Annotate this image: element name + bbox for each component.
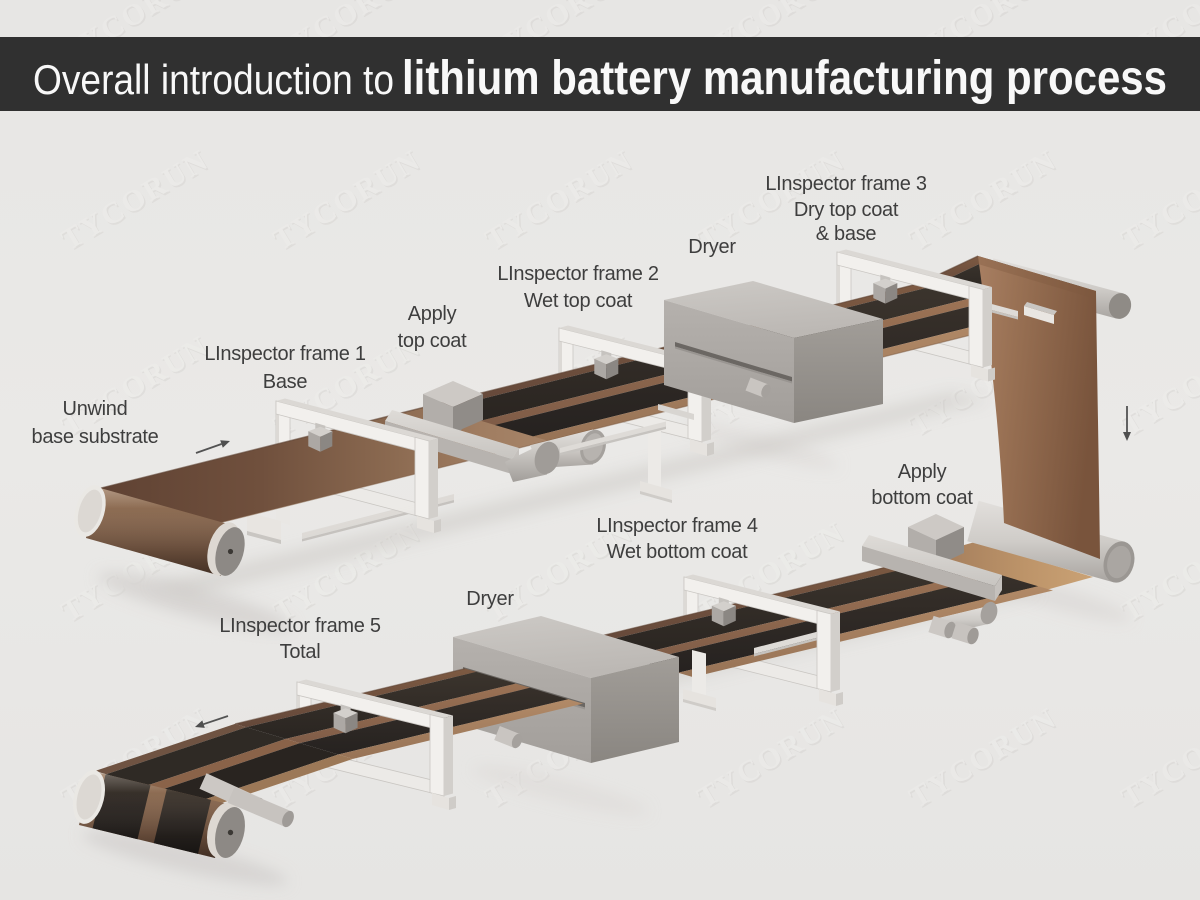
svg-text:Apply: Apply: [898, 461, 947, 483]
svg-text:LInspector frame 5: LInspector frame 5: [219, 615, 381, 637]
svg-text:Total: Total: [280, 641, 321, 663]
svg-text:Base: Base: [263, 371, 308, 393]
svg-text:Dryer: Dryer: [688, 236, 736, 258]
svg-text:Wet bottom coat: Wet bottom coat: [607, 541, 748, 563]
svg-text:LInspector frame 2: LInspector frame 2: [497, 263, 659, 285]
svg-text:LInspector frame 4: LInspector frame 4: [596, 515, 758, 537]
svg-text:& base: & base: [816, 223, 877, 245]
svg-text:Wet top coat: Wet top coat: [524, 290, 633, 312]
svg-text:Dryer: Dryer: [466, 588, 514, 610]
svg-text:Apply: Apply: [408, 303, 457, 325]
svg-text:LInspector frame 3: LInspector frame 3: [765, 173, 927, 195]
svg-text:Overall introduction to: Overall introduction to: [33, 56, 394, 103]
svg-text:base substrate: base substrate: [32, 426, 159, 448]
svg-text:Unwind: Unwind: [63, 398, 128, 420]
svg-text:LInspector frame 1: LInspector frame 1: [204, 343, 366, 365]
svg-text:lithium battery manufacturing: lithium battery manufacturing process: [402, 52, 1167, 105]
svg-text:bottom coat: bottom coat: [871, 487, 973, 509]
svg-text:Dry top coat: Dry top coat: [794, 199, 899, 221]
svg-text:top coat: top coat: [398, 330, 468, 352]
